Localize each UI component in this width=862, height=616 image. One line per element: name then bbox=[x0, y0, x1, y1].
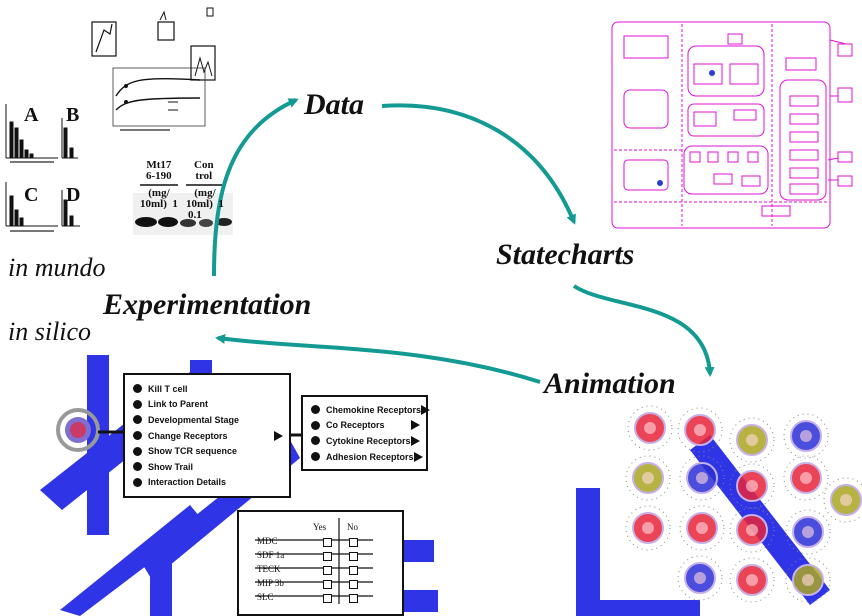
submenu-arrow-icon bbox=[411, 420, 420, 431]
cell-menu-item-label: Link to Parent bbox=[148, 399, 209, 410]
cell-menu-item-label: Change Receptors bbox=[148, 430, 228, 441]
receptor-table: Yes No MDC SDF 1a TECK MIP 3b SLC bbox=[237, 510, 404, 616]
animated-cell[interactable] bbox=[679, 505, 725, 551]
cell-menu-item-label: Interaction Details bbox=[148, 477, 227, 488]
bullet-icon bbox=[133, 477, 142, 487]
cell-menu-item[interactable]: Show Trail bbox=[125, 459, 289, 475]
animated-cell[interactable] bbox=[783, 413, 829, 459]
arrow-statecharts-to-animation bbox=[572, 284, 715, 377]
cell-menu-item[interactable]: Interaction Details bbox=[125, 475, 289, 491]
cell-menu-item-label: Kill T cell bbox=[148, 383, 188, 394]
blot-label-conc-tail: 0.1 bbox=[188, 209, 202, 221]
stage-data: Data bbox=[304, 88, 364, 121]
no-checkbox[interactable] bbox=[349, 580, 358, 589]
submenu-arrow-icon bbox=[413, 451, 423, 462]
cell-menu-item[interactable]: Show TCR sequence bbox=[125, 443, 289, 459]
blot-label-control: Con trol bbox=[194, 159, 214, 182]
receptor-menu-item[interactable]: Adhesion Receptors bbox=[303, 449, 426, 465]
realm-in-mundo: in mundo bbox=[8, 253, 106, 282]
no-checkbox[interactable] bbox=[349, 566, 358, 575]
yes-checkbox[interactable] bbox=[323, 566, 332, 575]
animated-cell[interactable] bbox=[625, 505, 671, 551]
receptor-menu-item-label: Chemokine Receptors bbox=[326, 404, 422, 415]
submenu-arrow-icon bbox=[411, 435, 420, 446]
submenu-arrow-icon bbox=[274, 430, 283, 441]
bullet-icon bbox=[133, 431, 142, 441]
bullet-icon bbox=[133, 462, 142, 472]
panel-letter-a: A bbox=[24, 104, 39, 126]
cell-menu-item-label: Developmental Stage bbox=[148, 414, 240, 425]
arrow-experimentation-to-data bbox=[212, 98, 299, 277]
blot-label-conc-left: (mg/ 10ml) 1 bbox=[140, 187, 178, 210]
panel-letter-c: C bbox=[24, 184, 39, 206]
animated-cell[interactable] bbox=[729, 417, 775, 463]
stage-experimentation: Experimentation bbox=[103, 288, 312, 321]
receptor-menu-item-label: Adhesion Receptors bbox=[326, 451, 414, 462]
blot-label-conc-right: (mg/ 10ml) 1 bbox=[186, 187, 224, 210]
realm-in-silico: in silico bbox=[8, 317, 92, 346]
bullet-icon bbox=[311, 405, 320, 415]
receptor-row-label: TECK bbox=[257, 564, 281, 574]
cell-menu-item[interactable]: Kill T cell bbox=[125, 381, 289, 397]
submenu-arrow-icon bbox=[421, 404, 431, 415]
animated-cell[interactable] bbox=[729, 557, 775, 603]
animated-cell[interactable] bbox=[729, 463, 775, 509]
yes-checkbox[interactable] bbox=[323, 594, 332, 603]
bullet-icon bbox=[133, 399, 142, 409]
stage-animation: Animation bbox=[544, 367, 676, 400]
animated-cell[interactable] bbox=[823, 477, 862, 523]
cell-menu-item[interactable]: Developmental Stage bbox=[125, 412, 289, 428]
no-checkbox[interactable] bbox=[349, 594, 358, 603]
animated-cell[interactable] bbox=[785, 509, 831, 555]
blot-label-mt17: Mt17 6-190 bbox=[146, 159, 172, 182]
cell-menu-item[interactable]: Change Receptors bbox=[125, 428, 289, 444]
bullet-icon bbox=[133, 415, 142, 425]
yes-checkbox[interactable] bbox=[323, 580, 332, 589]
receptor-col-yes: Yes bbox=[313, 522, 327, 532]
bullet-icon bbox=[311, 420, 320, 430]
animated-cell[interactable] bbox=[627, 405, 673, 451]
animated-cell[interactable] bbox=[677, 407, 723, 453]
statechart-thumbnail bbox=[611, 21, 853, 229]
animated-cell[interactable] bbox=[679, 455, 725, 501]
bullet-icon bbox=[133, 384, 142, 394]
no-checkbox[interactable] bbox=[349, 552, 358, 561]
stage-statecharts: Statecharts bbox=[496, 238, 635, 271]
cell-menu-item-label: Show Trail bbox=[148, 461, 194, 472]
bullet-icon bbox=[311, 452, 320, 462]
yes-checkbox[interactable] bbox=[323, 552, 332, 561]
receptor-menu-item[interactable]: Cytokine Receptors bbox=[303, 433, 426, 449]
animated-cell[interactable] bbox=[783, 455, 829, 501]
receptor-menu-item[interactable]: Chemokine Receptors bbox=[303, 402, 431, 418]
receptor-menu-item-label: Co Receptors bbox=[326, 420, 385, 431]
receptor-menu-item[interactable]: Co Receptors bbox=[303, 418, 426, 434]
panel-letter-b: B bbox=[66, 104, 80, 126]
animated-cell[interactable] bbox=[729, 507, 775, 553]
cell-menu-item-label: Show TCR sequence bbox=[148, 446, 238, 457]
animated-cell[interactable] bbox=[625, 455, 671, 501]
receptor-row-label: MIP 3b bbox=[257, 578, 284, 588]
receptor-col-no: No bbox=[347, 522, 358, 532]
bullet-icon bbox=[133, 446, 142, 456]
cell-menu-item[interactable]: Link to Parent bbox=[125, 397, 289, 413]
animated-cell[interactable] bbox=[677, 555, 723, 601]
receptor-row-label: MDC bbox=[257, 536, 278, 546]
receptor-row-label: SLC bbox=[257, 592, 274, 602]
animated-cell[interactable] bbox=[785, 557, 831, 603]
no-checkbox[interactable] bbox=[349, 538, 358, 547]
bullet-icon bbox=[311, 436, 320, 446]
receptor-row-label: SDF 1a bbox=[257, 550, 285, 560]
panel-letter-d: D bbox=[66, 184, 81, 206]
receptor-menu-item-label: Cytokine Receptors bbox=[326, 435, 411, 446]
arrow-animation-to-experimentation bbox=[215, 333, 541, 384]
yes-checkbox[interactable] bbox=[323, 538, 332, 547]
arrow-data-to-statecharts bbox=[381, 103, 576, 225]
